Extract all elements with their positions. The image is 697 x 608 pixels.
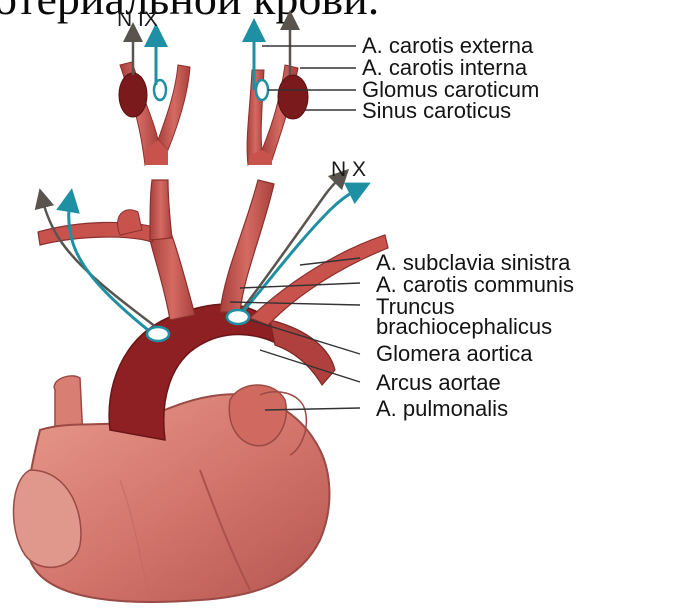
nerve-label-ix: N IX [117,8,158,31]
title-fragment: отериальной крови. [0,0,379,24]
left-carotid-bifurcation [247,65,308,165]
label-arcus-aortae: Arcus aortae [376,370,501,395]
label-truncus-line2: brachiocephalicus [376,314,552,339]
glomus-aorticum-left [227,310,249,324]
nerve-label-x: N X [331,158,366,181]
glomus-aorticum-right [147,327,169,341]
label-pulmonalis: A. pulmonalis [376,396,508,421]
label-sinus-caroticus: Sinus caroticus [362,98,511,123]
label-glomera-aortica: Glomera aortica [376,341,533,366]
